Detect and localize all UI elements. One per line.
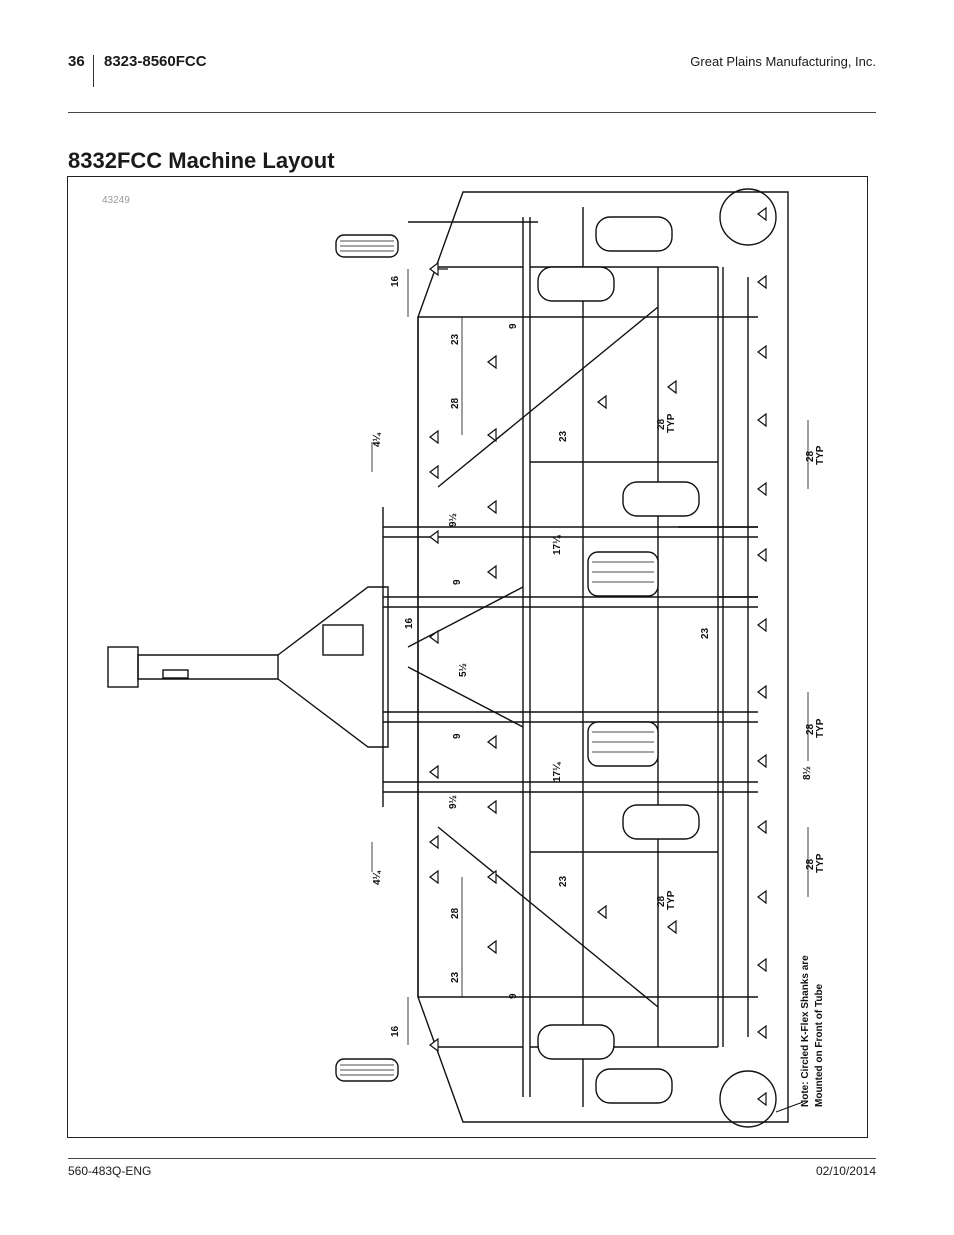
model-number: 8323-8560FCC xyxy=(104,53,207,70)
dim-8h: 8½ xyxy=(802,766,813,780)
dim-9-mid-bottom: 9 xyxy=(452,733,463,739)
footer-rule xyxy=(68,1158,876,1159)
circled-shank-top xyxy=(719,188,777,246)
dim-28-top: 28 xyxy=(450,397,461,409)
dim-9-mid-top: 9 xyxy=(452,579,463,585)
machine-layout-drawing: 16 23 28 9 23 4¼ 9½ 17¼ 9 16 5½ 23 9 17¼… xyxy=(107,188,826,1128)
dim-28-typ-inner-bottom: 28 xyxy=(656,895,667,907)
page-number: 36 xyxy=(68,53,85,70)
dim-4q-bottom: 4¼ xyxy=(372,870,383,885)
dim-28-typ-outer-3: 28 xyxy=(805,858,816,870)
dim-23-top: 23 xyxy=(450,333,461,345)
main-frame-outline xyxy=(417,191,789,1123)
typ-outer-2: TYP xyxy=(815,718,826,738)
typ-outer-3: TYP xyxy=(815,853,826,873)
figure-id: 43249 xyxy=(102,195,130,206)
wheel-tire-5 xyxy=(587,721,659,767)
wheel-tire-8 xyxy=(595,1068,673,1104)
dim-16-mid: 16 xyxy=(404,617,415,629)
hitch xyxy=(107,646,139,688)
dim-28-typ-outer-1: 28 xyxy=(805,450,816,462)
wheel-tire-4 xyxy=(587,551,659,597)
dim-17q-bottom: 17¼ xyxy=(552,762,563,782)
machine-layout-figure: 43249 xyxy=(67,176,868,1138)
dim-28-typ-inner-top: 28 xyxy=(656,418,667,430)
dim-23-bottom: 23 xyxy=(450,971,461,983)
dim-9-bottom: 9 xyxy=(508,993,519,999)
dim-28-typ-outer-2: 28 xyxy=(805,723,816,735)
tongue xyxy=(137,654,279,680)
header-divider xyxy=(93,55,94,87)
typ-outer-1: TYP xyxy=(815,445,826,465)
shank-markers xyxy=(429,206,767,1107)
figure-note-line2: Mounted on Front of Tube xyxy=(814,983,825,1107)
document-number: 560-483Q-ENG xyxy=(68,1164,152,1178)
typ-inner-top: TYP xyxy=(666,413,677,433)
document-date: 02/10/2014 xyxy=(815,1164,876,1178)
wheel-tire-6 xyxy=(622,804,700,840)
wheel-tire-3 xyxy=(622,481,700,517)
typ-inner-bottom: TYP xyxy=(666,890,677,910)
dim-17q-top: 17¼ xyxy=(552,535,563,555)
dim-4q-top: 4¼ xyxy=(372,432,383,447)
header-rule xyxy=(68,112,876,113)
wheel-tire-1 xyxy=(595,216,673,252)
dim-23-center: 23 xyxy=(700,627,711,639)
dim-5h: 5½ xyxy=(458,663,469,677)
dim-16-top: 16 xyxy=(390,275,401,287)
figure-note-line1: Note: Circled K-Flex Shanks are xyxy=(800,955,811,1107)
wheel-tire-7 xyxy=(537,1024,615,1060)
circled-shank-bottom xyxy=(719,1070,777,1128)
dim-9h-bottom: 9½ xyxy=(448,795,459,809)
safety-chain xyxy=(162,669,189,679)
dim-23-mid-bottom: 23 xyxy=(558,875,569,887)
wheel-tire-2 xyxy=(537,266,615,302)
dim-23-mid-top: 23 xyxy=(558,430,569,442)
dim-9h-top: 9½ xyxy=(448,513,459,527)
dim-16-bottom: 16 xyxy=(390,1025,401,1037)
dim-28-bottom: 28 xyxy=(450,907,461,919)
company-name: Great Plains Manufacturing, Inc. xyxy=(690,54,876,69)
dim-9-top: 9 xyxy=(508,323,519,329)
jack-box xyxy=(322,624,364,656)
page-title: 8332FCC Machine Layout xyxy=(68,148,335,173)
tongue-fan xyxy=(277,586,389,748)
